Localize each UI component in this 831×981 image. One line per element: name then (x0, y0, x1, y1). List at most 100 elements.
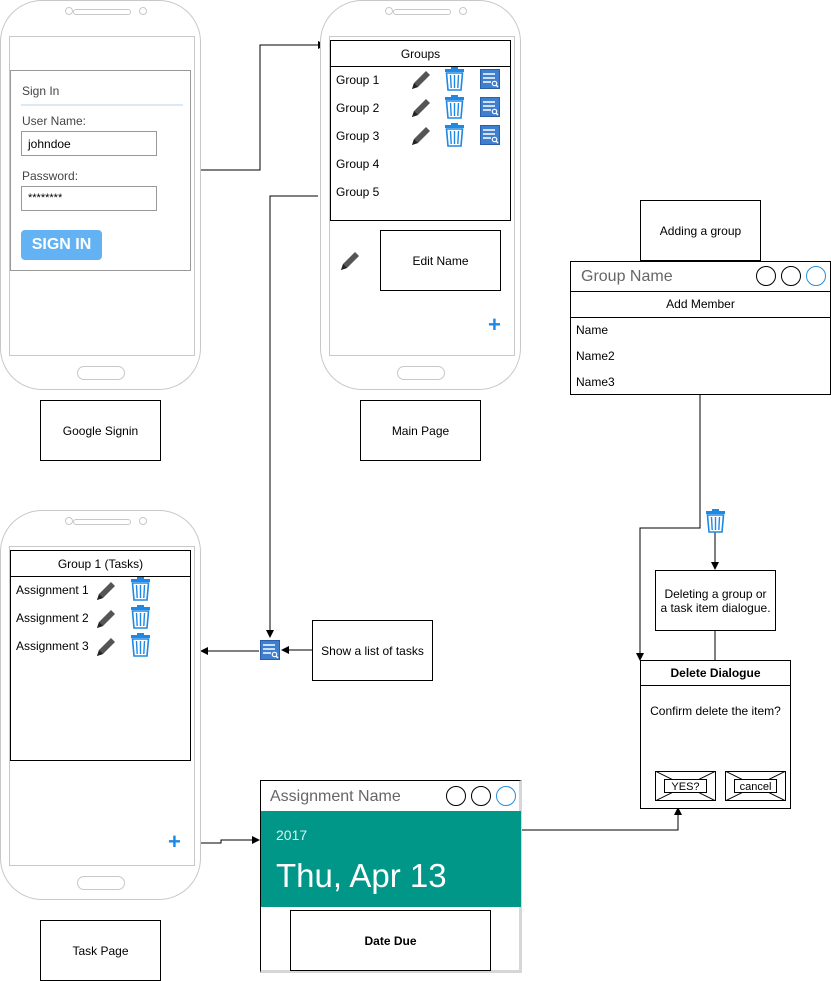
show-tasks-icon-wrap[interactable] (260, 640, 280, 660)
username-value: johndoe (28, 137, 71, 151)
date-due-box[interactable]: Date Due (290, 910, 491, 971)
task-item[interactable]: Assignment 1 (16, 583, 89, 597)
dialog-circle-3[interactable] (806, 266, 826, 286)
group-dialog-title: Group Name (581, 268, 673, 285)
tasks-header-text: Group 1 (Tasks) (57, 557, 144, 571)
camera-dot (139, 517, 147, 525)
date-picker-date[interactable]: Thu, Apr 13 (276, 857, 447, 894)
signin-form: Sign In User Name: johndoe Password: ***… (10, 70, 191, 271)
trash-icon[interactable] (444, 67, 465, 96)
groups-header-text: Groups (400, 47, 441, 61)
signin-screen (9, 36, 195, 356)
main-screen (329, 36, 515, 356)
trash-icon[interactable] (130, 633, 151, 662)
delete-dialog-header: Delete Dialogue (641, 661, 790, 686)
groups-header: Groups (331, 41, 510, 67)
dialog-circle-2[interactable] (471, 786, 491, 806)
home-button[interactable] (77, 366, 125, 380)
pencil-icon[interactable] (410, 97, 432, 124)
trash-icon[interactable] (130, 605, 151, 634)
signin-button[interactable]: SIGN IN (21, 230, 102, 260)
show-tasks-box: Show a list of tasks (312, 620, 433, 681)
home-button[interactable] (397, 366, 445, 380)
dialog-circle-3[interactable] (496, 786, 516, 806)
camera-dot (459, 7, 467, 15)
pencil-icon[interactable] (95, 580, 117, 607)
list-icon[interactable] (260, 640, 280, 665)
tasks-panel: Group 1 (Tasks) (10, 550, 191, 761)
list-icon[interactable] (480, 125, 500, 150)
dialog-circle-2[interactable] (781, 266, 801, 286)
edit-name-box: Edit Name (380, 230, 501, 291)
trash-icon[interactable] (705, 509, 726, 538)
username-label: User Name: (22, 114, 87, 128)
pencil-icon[interactable] (95, 636, 117, 663)
delete-trash-wrap[interactable] (705, 509, 726, 533)
password-label: Password: (22, 169, 79, 183)
trash-icon[interactable] (444, 123, 465, 152)
tasks-header: Group 1 (Tasks) (11, 551, 190, 577)
add-member-text: Add Member (666, 297, 735, 311)
yes-button-inner: YES? (664, 779, 707, 793)
cancel-button[interactable]: cancel (725, 771, 786, 801)
task-screen (9, 546, 195, 866)
password-input[interactable]: ******** (21, 186, 157, 211)
group-item[interactable]: Group 2 (336, 101, 380, 115)
adding-group-box: Adding a group (640, 200, 761, 261)
group-item[interactable]: Group 5 (336, 185, 380, 199)
member-item: Name (576, 323, 609, 337)
yes-button[interactable]: YES? (655, 771, 716, 801)
add-member-row[interactable]: Add Member (571, 291, 830, 318)
task-phone (0, 510, 201, 900)
caption-google-signin: Google Signin (40, 400, 161, 461)
speaker-dot (65, 517, 73, 525)
groups-panel: Groups (330, 40, 511, 221)
delete-dialog-message: Confirm delete the item? (641, 704, 790, 718)
pencil-icon[interactable] (95, 608, 117, 635)
date-picker-header: 2017 Thu, Apr 13 (261, 811, 521, 907)
list-icon[interactable] (480, 69, 500, 94)
arrow-main-to-tasks-icon (266, 195, 318, 638)
signin-title: Sign In (22, 84, 60, 98)
dialog-circle-1[interactable] (756, 266, 776, 286)
group-dialog: Group Name Add Member Name Name2 Name3 (570, 261, 831, 395)
speaker-dot (385, 7, 393, 15)
pencil-icon[interactable] (410, 125, 432, 152)
speaker-slot (73, 9, 131, 15)
group-item[interactable]: Group 4 (336, 157, 380, 171)
member-item: Name2 (576, 349, 615, 363)
main-add-button[interactable]: + (488, 312, 501, 337)
home-button[interactable] (77, 876, 125, 890)
signin-title-rule (21, 104, 183, 106)
signin-button-label: SIGN IN (31, 236, 92, 253)
deleting-label-box: Deleting a group or a task item dialogue… (655, 570, 776, 631)
assignment-dialog-title: Assignment Name (270, 788, 401, 805)
deleting-label-text: Deleting a group or a task item dialogue… (660, 586, 771, 615)
task-add-button[interactable]: + (168, 829, 181, 854)
date-picker-year[interactable]: 2017 (276, 827, 308, 843)
dialog-circle-1[interactable] (446, 786, 466, 806)
pencil-icon[interactable] (339, 250, 361, 272)
speaker-slot (393, 9, 451, 15)
date-due-text: Date Due (364, 933, 417, 948)
group-item[interactable]: Group 3 (336, 129, 380, 143)
username-input[interactable]: johndoe (21, 131, 157, 156)
task-item[interactable]: Assignment 3 (16, 639, 89, 653)
trash-icon[interactable] (130, 577, 151, 606)
cancel-button-inner: cancel (734, 779, 777, 793)
adding-group-text: Adding a group (659, 223, 742, 238)
edit-name-text: Edit Name (412, 253, 469, 268)
pencil-icon[interactable] (410, 69, 432, 96)
arrow-signin-to-main (190, 41, 326, 171)
task-item[interactable]: Assignment 2 (16, 611, 89, 625)
list-icon[interactable] (480, 97, 500, 122)
speaker-dot (65, 7, 73, 15)
group-item[interactable]: Group 1 (336, 73, 380, 87)
arrow-assignment-to-delete (522, 807, 682, 831)
cancel-button-label: cancel (739, 781, 772, 793)
delete-dialog: Delete Dialogue Confirm delete the item?… (640, 660, 791, 809)
main-phone (320, 0, 521, 390)
speaker-slot (73, 519, 131, 525)
trash-icon[interactable] (444, 95, 465, 124)
caption-task-page: Task Page (40, 920, 161, 981)
